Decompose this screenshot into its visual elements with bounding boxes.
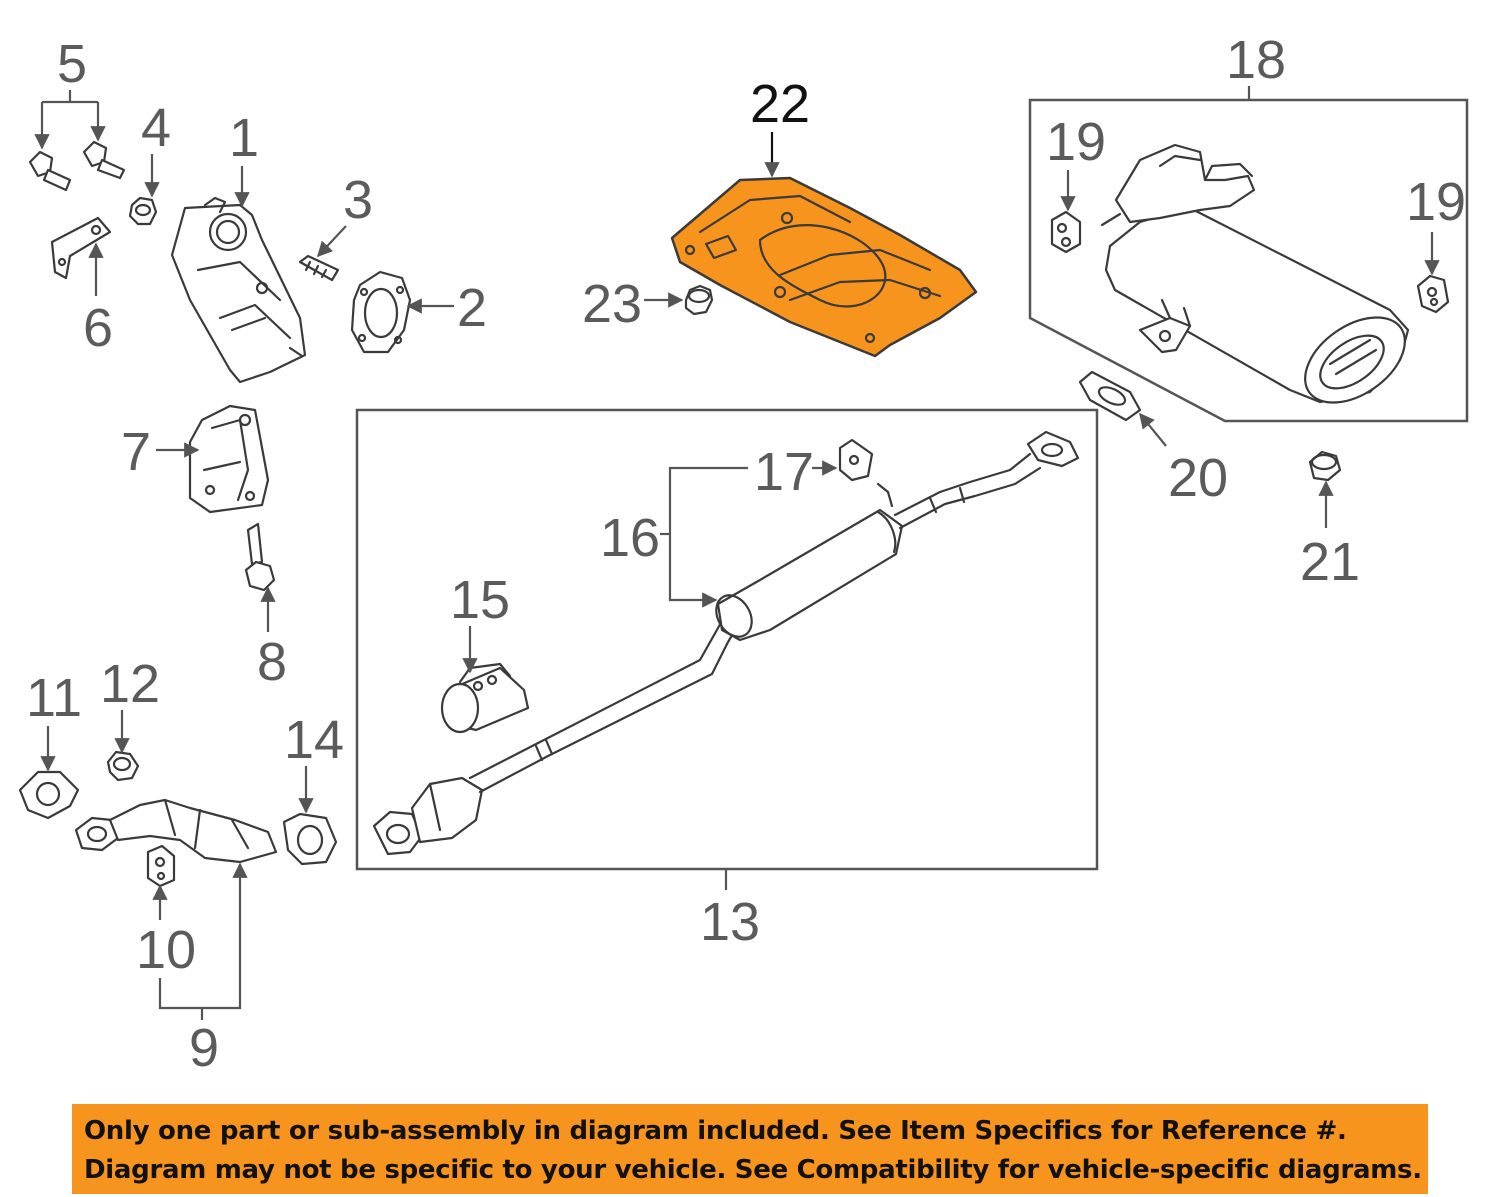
disclaimer-line-1: Only one part or sub-assembly in diagram… bbox=[84, 1116, 1347, 1146]
callout-3: 3 bbox=[343, 170, 373, 230]
callout-16: 16 bbox=[600, 508, 660, 568]
plug-part-21[interactable] bbox=[1308, 450, 1342, 482]
heat-shield-part-22[interactable] bbox=[670, 176, 978, 358]
callout-18: 18 bbox=[1226, 30, 1286, 90]
callout-12: 12 bbox=[100, 654, 160, 714]
callout-19-right: 19 bbox=[1406, 172, 1466, 232]
callout-23: 23 bbox=[582, 274, 642, 334]
callout-14: 14 bbox=[284, 710, 344, 770]
nut-part-4[interactable] bbox=[128, 196, 158, 226]
callout-7: 7 bbox=[121, 422, 151, 482]
callout-13: 13 bbox=[700, 892, 760, 952]
hanger-part-10[interactable] bbox=[146, 844, 176, 888]
clamp-part-15[interactable] bbox=[440, 662, 530, 734]
callout-22: 22 bbox=[750, 74, 810, 134]
disclaimer-line-2: Diagram may not be specific to your vehi… bbox=[84, 1155, 1422, 1185]
front-pipe-part-9[interactable] bbox=[74, 798, 278, 864]
callout-19-left: 19 bbox=[1046, 112, 1106, 172]
callout-10: 10 bbox=[136, 920, 196, 980]
callout-11: 11 bbox=[26, 668, 82, 728]
stud-part-3[interactable] bbox=[298, 254, 340, 282]
callout-9: 9 bbox=[189, 1018, 219, 1078]
callout-2: 2 bbox=[457, 278, 487, 338]
callout-17: 17 bbox=[754, 442, 814, 502]
nut-part-23[interactable] bbox=[684, 284, 714, 316]
callout-20: 20 bbox=[1168, 448, 1228, 508]
callout-4: 4 bbox=[141, 98, 171, 158]
bracket-part-6[interactable] bbox=[50, 216, 112, 280]
leader-lines bbox=[34, 86, 1440, 1020]
hanger-part-19-left[interactable] bbox=[1050, 210, 1082, 254]
assembly-box-18 bbox=[1028, 98, 1469, 423]
callout-numbers: 5 4 1 3 2 6 7 8 11 12 14 10 9 13 15 16 1… bbox=[26, 30, 1466, 1078]
assembly-box-13 bbox=[355, 408, 1099, 871]
gasket-part-2[interactable] bbox=[350, 270, 412, 354]
bolt-part-5-left[interactable] bbox=[28, 150, 72, 192]
nut-part-12[interactable] bbox=[106, 750, 140, 782]
callout-5: 5 bbox=[57, 34, 87, 94]
callout-6: 6 bbox=[83, 298, 113, 358]
center-pipe-part-13[interactable] bbox=[372, 430, 1080, 856]
callout-1: 1 bbox=[229, 108, 259, 168]
callout-15: 15 bbox=[450, 570, 510, 630]
bolt-part-5-right[interactable] bbox=[82, 140, 126, 180]
callout-21: 21 bbox=[1300, 532, 1360, 592]
bolt-part-8[interactable] bbox=[244, 522, 276, 592]
heat-shield-part-7[interactable] bbox=[188, 404, 270, 514]
gasket-part-20[interactable] bbox=[1078, 370, 1142, 422]
rear-muffler-part-18[interactable] bbox=[1100, 143, 1420, 420]
gasket-part-14[interactable] bbox=[282, 812, 338, 866]
disclaimer-banner: Only one part or sub-assembly in diagram… bbox=[72, 1104, 1428, 1194]
hanger-part-19-right[interactable] bbox=[1416, 274, 1450, 314]
gasket-part-11[interactable] bbox=[18, 770, 80, 820]
catalytic-converter-part-1[interactable] bbox=[170, 196, 307, 384]
callout-8: 8 bbox=[257, 632, 287, 692]
hanger-part-17[interactable] bbox=[838, 438, 874, 482]
